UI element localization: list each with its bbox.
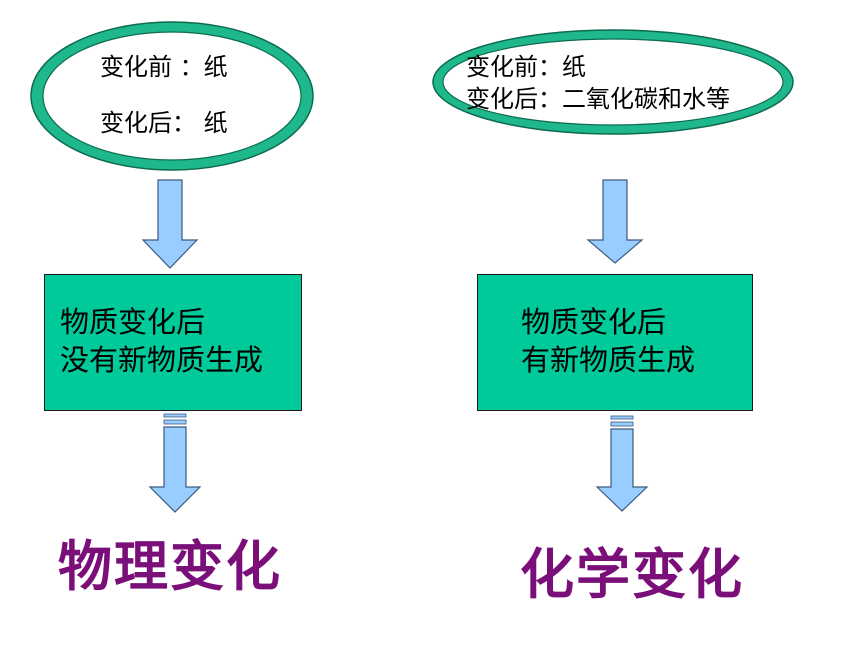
right-top-arrow-icon — [586, 179, 644, 264]
right-box-line2: 有新物质生成 — [521, 343, 696, 377]
right-bottom-arrow-icon — [595, 415, 649, 512]
left-bottom-arrow-icon — [148, 413, 202, 513]
left-after-text: 变化后： 纸 — [100, 109, 228, 137]
right-chemical-box — [477, 274, 753, 411]
left-box-line1: 物质变化后 — [60, 305, 206, 339]
physical-change-label: 物理变化 — [58, 535, 282, 598]
left-box-line2: 没有新物质生成 — [60, 343, 264, 377]
chemical-change-label: 化学变化 — [520, 543, 744, 606]
right-after-text: 变化后：二氧化碳和水等 — [466, 85, 730, 113]
right-box-line1: 物质变化后 — [521, 305, 667, 339]
left-ellipse-inner — [42, 31, 302, 161]
left-physical-box — [44, 274, 302, 411]
left-before-text: 变化前 ：纸 — [100, 53, 228, 81]
right-ellipse-inner — [442, 38, 784, 126]
right-before-text: 变化前：纸 — [466, 53, 586, 81]
left-top-arrow-icon — [141, 179, 199, 269]
